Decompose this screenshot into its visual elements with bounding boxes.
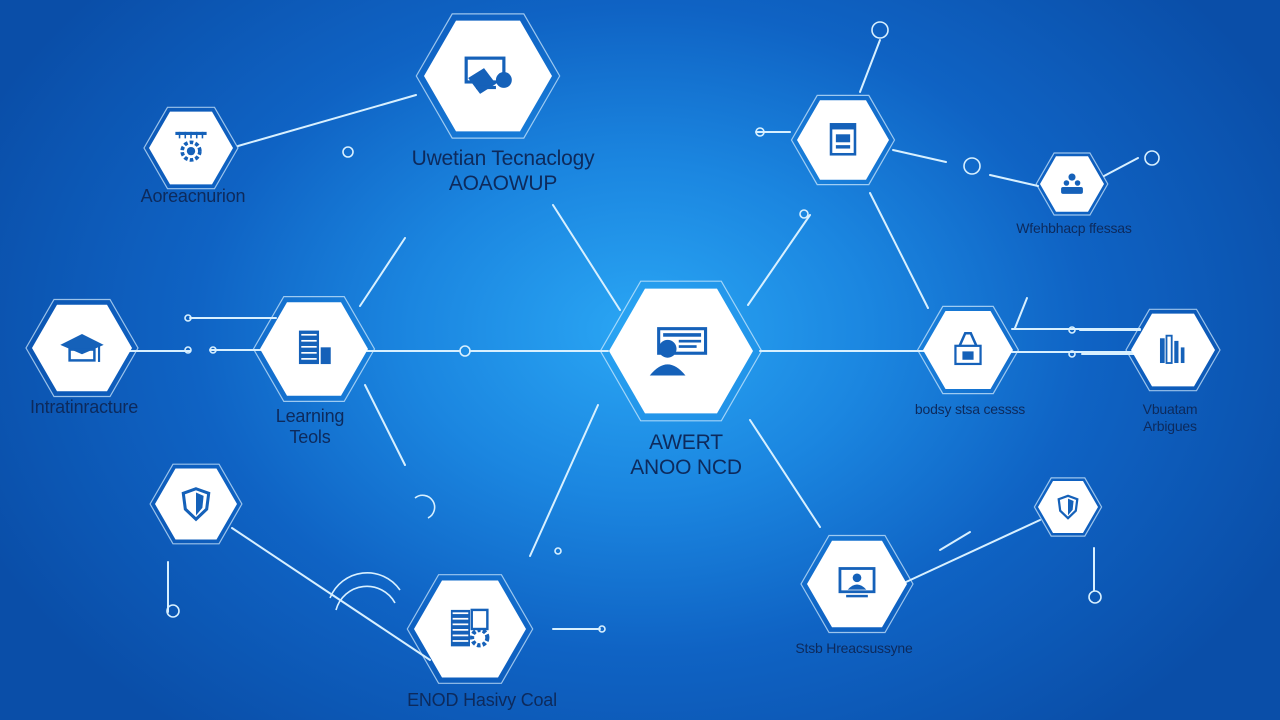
monitor-icon	[464, 56, 512, 94]
node-shield-right	[1033, 477, 1103, 537]
graduation-cap-icon	[60, 334, 104, 362]
gear-icon	[175, 131, 207, 162]
label-bottom-right: Stsb Hreacsussyne	[795, 640, 912, 657]
label-line: AWERT	[649, 431, 723, 454]
node-infrastructure	[25, 298, 139, 398]
label-right-mid: bodsy stsa cessss	[915, 401, 1025, 418]
label-infrastructure: Intratinracture	[30, 397, 138, 418]
node-far-right-top	[1035, 152, 1109, 216]
label-line: Stsb Hreacsussyne	[795, 640, 913, 656]
server-gear-icon	[450, 608, 490, 648]
label-automation: Aoreacnurion	[141, 186, 246, 207]
label-line: bodsy stsa cessss	[914, 401, 1026, 417]
bag-icon	[954, 332, 982, 366]
label-line: Intratinracture	[29, 397, 139, 417]
label-line: Wfehbhacp ffessas	[1016, 220, 1132, 236]
hexagon-far-right-top	[1040, 156, 1104, 212]
node-shield-left	[149, 463, 243, 545]
node-automation	[143, 106, 239, 190]
node-bottom-right	[800, 534, 914, 634]
node-learning-tools	[252, 296, 376, 402]
people-icon	[1061, 173, 1083, 194]
label-line: Uwetian Tecnaclogy	[411, 147, 595, 170]
label-line: Arbigues	[1143, 418, 1197, 434]
node-top-monitor	[415, 13, 561, 139]
label-bottom-center: ENOD Hasivy Coal	[407, 690, 557, 711]
books-icon	[1159, 334, 1185, 364]
label-line: ENOD Hasivy Coal	[407, 690, 557, 710]
node-far-right-mid	[1125, 308, 1221, 392]
node-center	[599, 280, 763, 422]
document-icon	[829, 123, 857, 156]
label-line: ANOO NCD	[630, 456, 742, 479]
label-line: AOAOWUP	[448, 172, 558, 195]
monitor-user-icon	[838, 567, 876, 598]
person-card-icon	[649, 327, 708, 376]
hexagon-bottom-right	[807, 540, 907, 628]
label-line: Aoreacnurion	[140, 186, 246, 206]
shield-icon	[181, 487, 211, 522]
label-far-right-top: Wfehbhacp ffessas	[1016, 220, 1132, 237]
server-icon	[298, 330, 331, 365]
hexagon-center	[609, 288, 753, 414]
shield-icon	[1057, 494, 1079, 520]
node-bottom-center	[406, 574, 534, 684]
label-line: Learning	[275, 406, 345, 426]
hexagon-far-right-mid	[1131, 313, 1215, 387]
label-line: Vbuatam	[1142, 401, 1198, 417]
node-right-top	[790, 94, 896, 186]
node-right-mid	[916, 305, 1020, 395]
label-line: Teols	[289, 427, 331, 447]
hexagon-right-mid	[923, 311, 1013, 389]
